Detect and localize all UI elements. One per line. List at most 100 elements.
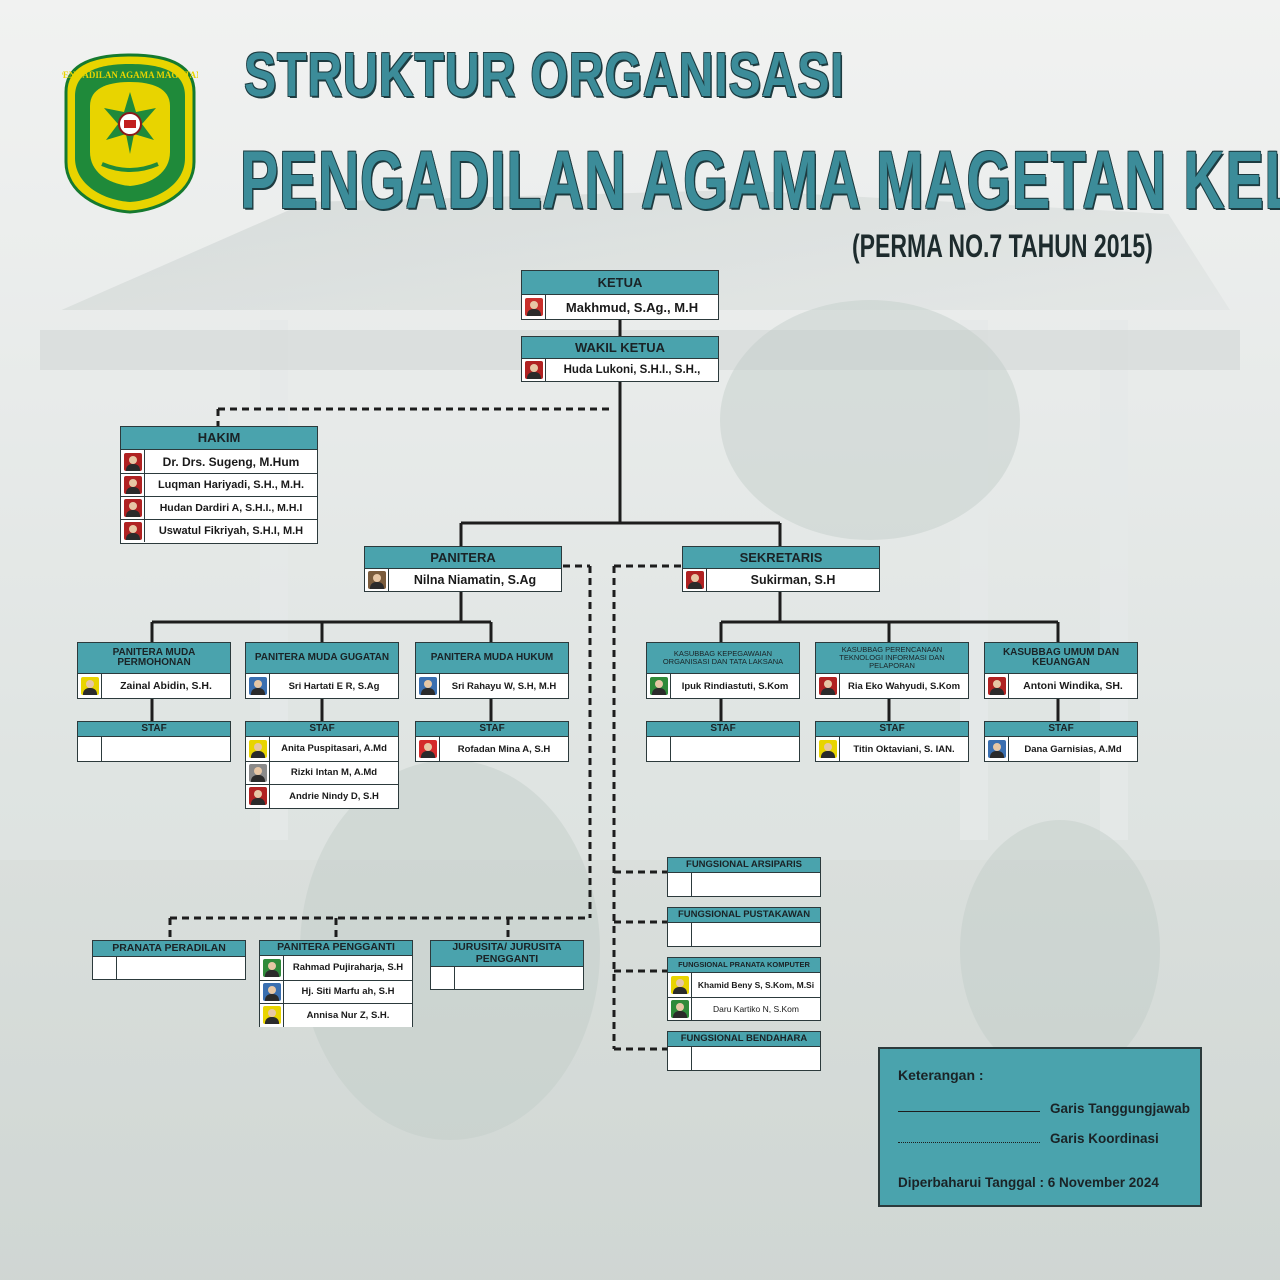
fungsional-pranata-title: FUNGSIONAL PRANATA KOMPUTER bbox=[668, 958, 820, 973]
staf-title: STAF bbox=[985, 722, 1137, 737]
person-photo-icon bbox=[685, 571, 704, 589]
legend-solid-line-sample bbox=[898, 1111, 1040, 1112]
solid-lines bbox=[150, 320, 1060, 721]
staf-title: STAF bbox=[816, 722, 968, 737]
person-photo-icon bbox=[80, 677, 99, 695]
pm-gugatan-title: PANITERA MUDA GUGATAN bbox=[246, 643, 398, 674]
pranata-peradilan-box: PRANATA PERADILAN bbox=[92, 940, 246, 980]
person-photo-icon bbox=[418, 740, 437, 758]
hakim-box: HAKIM Dr. Drs. Sugeng, M.Hum Luqman Hari… bbox=[120, 426, 318, 544]
staf-member: Anita Puspitasari, A.Md bbox=[281, 743, 387, 755]
fungsional-bendahara-title: FUNGSIONAL BENDAHARA bbox=[668, 1032, 820, 1047]
panitera-box: PANITERA Nilna Niamatin, S.Ag bbox=[364, 546, 562, 592]
staf-member: Andrie Nindy D, S.H bbox=[289, 790, 379, 802]
empty-photo-slot bbox=[647, 737, 671, 761]
staf-umum-box: STAF Dana Garnisias, A.Md bbox=[984, 721, 1138, 762]
sekretaris-title: SEKRETARIS bbox=[683, 547, 879, 569]
hakim-title: HAKIM bbox=[121, 427, 317, 450]
wakil-ketua-photo bbox=[522, 359, 546, 381]
panitera-pengganti-title: PANITERA PENGGANTI bbox=[260, 941, 412, 956]
legend-box: Keterangan : Garis Tanggungjawab Garis K… bbox=[878, 1047, 1202, 1207]
wakil-ketua-title: WAKIL KETUA bbox=[522, 337, 718, 359]
staf-member: Dana Garnisias, A.Md bbox=[1024, 743, 1122, 755]
kasubbag-kepegawaian-box: KASUBBAG KEPEGAWAIAN ORGANISASI DAN TATA… bbox=[646, 642, 800, 699]
empty-photo-slot bbox=[668, 873, 692, 896]
staf-title: STAF bbox=[78, 722, 230, 737]
legend-updated-date: Diperbaharui Tanggal : 6 November 2024 bbox=[898, 1175, 1159, 1190]
staf-title: STAF bbox=[647, 722, 799, 737]
staf-kepegawaian-box: STAF bbox=[646, 721, 800, 762]
kasubbag-perencanaan-box: KASUBBAG PERENCANAAN TEKNOLOGI INFORMASI… bbox=[815, 642, 969, 699]
person-photo-icon bbox=[123, 452, 142, 471]
legend-dotted-line-sample bbox=[898, 1142, 1040, 1143]
person-photo-icon bbox=[248, 677, 267, 695]
kasubbag-umum-title: KASUBBAG UMUM DAN KEUANGAN bbox=[985, 643, 1137, 674]
kasubbag-umum-box: KASUBBAG UMUM DAN KEUANGAN Antoni Windik… bbox=[984, 642, 1138, 699]
person-photo-icon bbox=[987, 740, 1006, 758]
legend-heading: Keterangan : bbox=[898, 1067, 984, 1083]
kasubbag-umum-name: Antoni Windika, SH. bbox=[1023, 680, 1123, 692]
pranata-peradilan-title: PRANATA PERADILAN bbox=[93, 941, 245, 957]
staf-member: Titin Oktaviani, S. IAN. bbox=[853, 743, 955, 755]
empty-photo-slot bbox=[78, 737, 102, 761]
fungsional-pustakawan-title: FUNGSIONAL PUSTAKAWAN bbox=[668, 908, 820, 923]
pm-gugatan-box: PANITERA MUDA GUGATAN Sri Hartati E R, S… bbox=[245, 642, 399, 699]
person-photo-icon bbox=[670, 975, 689, 994]
chart-subtitle: (PERMA NO.7 TAHUN 2015) bbox=[852, 228, 1153, 264]
legend-dotted-label: Garis Koordinasi bbox=[1050, 1131, 1159, 1146]
ketua-photo bbox=[522, 295, 546, 319]
empty-photo-slot bbox=[668, 923, 692, 946]
pm-permohonan-name: Zainal Abidin, S.H. bbox=[120, 680, 212, 692]
pm-hukum-name: Sri Rahayu W, S.H, M.H bbox=[451, 680, 557, 692]
staf-perencanaan-box: STAF Titin Oktaviani, S. IAN. bbox=[815, 721, 969, 762]
person-photo-icon bbox=[123, 476, 142, 494]
person-photo-icon bbox=[262, 958, 281, 977]
pm-permohonan-box: PANITERA MUDA PERMOHONAN Zainal Abidin, … bbox=[77, 642, 231, 699]
hakim-member: Dr. Drs. Sugeng, M.Hum bbox=[162, 454, 300, 469]
person-photo-icon bbox=[670, 999, 689, 1018]
person-photo-icon bbox=[248, 763, 267, 782]
panitera-pengganti-box: PANITERA PENGGANTI Rahmad Pujiraharja, S… bbox=[259, 940, 413, 1027]
staf-permohonan-box: STAF bbox=[77, 721, 231, 762]
person-photo-icon bbox=[818, 677, 837, 695]
pm-gugatan-name: Sri Hartati E R, S.Ag bbox=[288, 680, 380, 692]
sekretaris-box: SEKRETARIS Sukirman, S.H bbox=[682, 546, 880, 592]
background-tree bbox=[960, 820, 1160, 1080]
panitera-pengganti-member: Annisa Nur Z, S.H. bbox=[306, 1009, 390, 1021]
jurusita-box: JURUSITA/ JURUSITA PENGGANTI bbox=[430, 940, 584, 990]
staf-title: STAF bbox=[246, 722, 398, 737]
chart-title-line1: STRUKTUR ORGANISASI bbox=[244, 41, 845, 110]
panitera-pengganti-member: Hj. Siti Marfu ah, S.H bbox=[301, 986, 395, 998]
fungsional-pustakawan-box: FUNGSIONAL PUSTAKAWAN bbox=[667, 907, 821, 947]
empty-photo-slot bbox=[93, 957, 117, 979]
hakim-member: Luqman Hariyadi, S.H., M.H. bbox=[157, 479, 305, 491]
jurusita-title: JURUSITA/ JURUSITA PENGGANTI bbox=[431, 941, 583, 967]
kasubbag-perencanaan-name: Ria Eko Wahyudi, S.Kom bbox=[847, 680, 961, 692]
person-photo-icon bbox=[524, 361, 543, 379]
person-photo-icon bbox=[818, 740, 837, 758]
ketua-box: KETUA Makhmud, S.Ag., M.H bbox=[521, 270, 719, 320]
pm-hukum-title: PANITERA MUDA HUKUM bbox=[416, 643, 568, 674]
ketua-title: KETUA bbox=[522, 271, 718, 295]
kasubbag-kepegawaian-name: Ipuk Rindiastuti, S.Kom bbox=[681, 680, 789, 692]
panitera-title: PANITERA bbox=[365, 547, 561, 569]
fungsional-arsiparis-title: FUNGSIONAL ARSIPARIS bbox=[668, 858, 820, 873]
staf-member: Rizki Intan M, A.Md bbox=[290, 767, 378, 779]
staf-gugatan-box: STAF Anita Puspitasari, A.Md Rizki Intan… bbox=[245, 721, 399, 809]
ketua-name: Makhmud, S.Ag., M.H bbox=[565, 299, 699, 315]
person-photo-icon bbox=[123, 499, 142, 517]
person-photo-icon bbox=[418, 677, 437, 695]
sekretaris-name: Sukirman, S.H bbox=[750, 573, 836, 587]
fungsional-pranata-member: Khamid Beny S, S.Kom, M.Si bbox=[697, 979, 815, 990]
person-photo-icon bbox=[248, 787, 267, 806]
person-photo-icon bbox=[649, 677, 668, 695]
fungsional-pranata-box: FUNGSIONAL PRANATA KOMPUTER Khamid Beny … bbox=[667, 957, 821, 1021]
dotted-lines bbox=[168, 407, 682, 1051]
panitera-name: Nilna Niamatin, S.Ag bbox=[413, 573, 537, 587]
logo-text: PENGADILAN AGAMA MAGETAN bbox=[62, 70, 198, 80]
empty-photo-slot bbox=[668, 1047, 692, 1070]
empty-photo-slot bbox=[431, 967, 455, 989]
kasubbag-kepegawaian-title: KASUBBAG KEPEGAWAIAN ORGANISASI DAN TATA… bbox=[647, 643, 799, 674]
